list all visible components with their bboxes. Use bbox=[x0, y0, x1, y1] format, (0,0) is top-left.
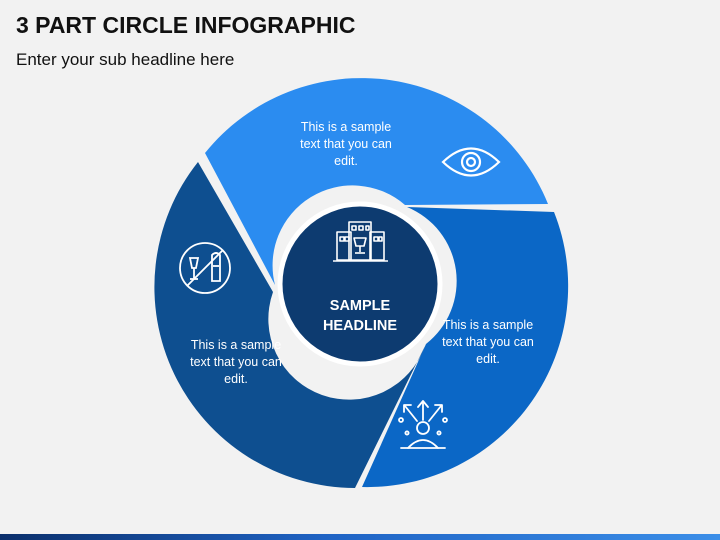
page-title: 3 PART CIRCLE INFOGRAPHIC bbox=[16, 12, 356, 38]
segment-top-text-line1: This is a sample bbox=[300, 120, 392, 134]
segment-right-text-line1: This is a sample bbox=[442, 318, 534, 332]
segment-left-text-line2: text that you can bbox=[190, 355, 282, 369]
center-headline-line2: HEADLINE bbox=[322, 318, 398, 334]
bottom-accent-bar bbox=[0, 534, 720, 540]
segment-top[interactable] bbox=[205, 78, 548, 285]
segment-right-text: This is a sample text that you can edit. bbox=[418, 317, 558, 368]
segment-left-text-line1: This is a sample bbox=[190, 338, 282, 352]
segment-left-text: This is a sample text that you can edit. bbox=[166, 337, 306, 388]
segment-left-text-line3: edit. bbox=[224, 372, 248, 386]
segment-top-text: This is a sample text that you can edit. bbox=[276, 119, 416, 170]
page-subtitle: Enter your sub headline here bbox=[16, 50, 235, 69]
segment-top-text-line3: edit. bbox=[334, 154, 358, 168]
user-directions-icon bbox=[398, 400, 448, 449]
eye-icon bbox=[441, 147, 501, 177]
center-headline: SAMPLE HEADLINE bbox=[290, 296, 430, 336]
center-circle bbox=[277, 201, 443, 367]
no-drinking-icon bbox=[179, 242, 231, 294]
segment-right-text-line2: text that you can bbox=[442, 335, 534, 349]
center-headline-line1: SAMPLE bbox=[329, 298, 391, 314]
segment-right-text-line3: edit. bbox=[476, 352, 500, 366]
segment-top-text-line2: text that you can bbox=[300, 137, 392, 151]
city-buildings-icon bbox=[333, 221, 388, 262]
segment-left[interactable] bbox=[154, 162, 425, 488]
